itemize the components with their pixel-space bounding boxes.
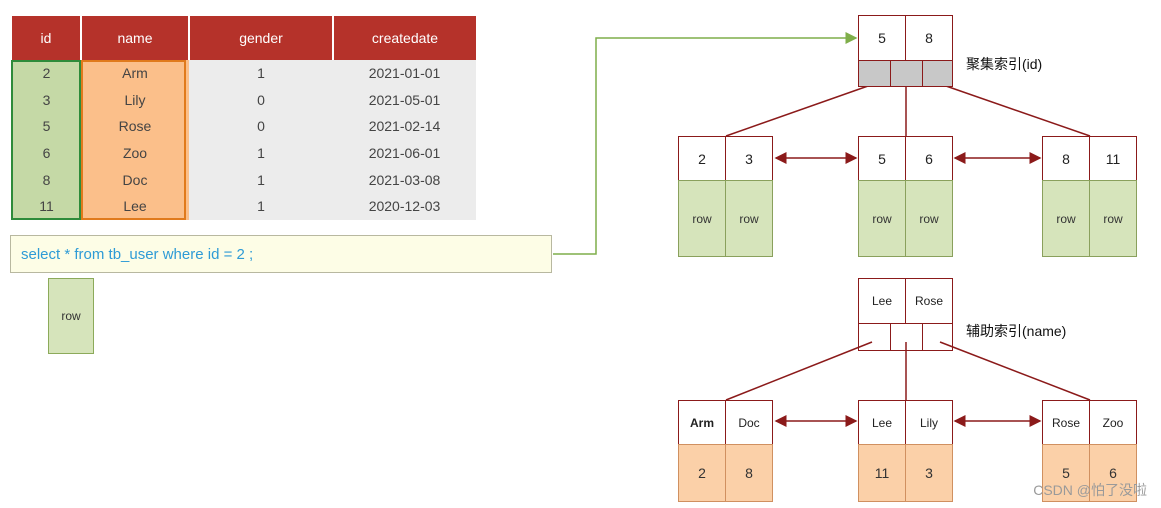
result-row-box: row [48, 278, 94, 354]
clustered-leaf-key: 6 [905, 136, 953, 181]
table-header-row: id name gender createdate [12, 16, 476, 60]
header-id: id [12, 16, 82, 60]
clustered-root-pointer [922, 60, 953, 87]
clustered-branch-left [725, 85, 869, 137]
secondary-leaf-key: Doc [725, 400, 773, 445]
table-row: 2 Arm 1 2021-01-01 [12, 60, 476, 87]
cell-createdate: 2021-01-01 [333, 60, 476, 87]
clustered-leaf-row: row [678, 180, 726, 257]
clustered-leaf-key: 8 [1042, 136, 1090, 181]
clustered-root-pointer [858, 60, 891, 87]
secondary-root-pointer [922, 323, 953, 351]
cell-createdate: 2021-05-01 [333, 86, 476, 114]
clustered-index-label: 聚集索引(id) [966, 56, 1043, 72]
cell-gender: 0 [189, 113, 333, 140]
name-column-highlight [81, 60, 186, 220]
cell-gender: 1 [189, 166, 333, 193]
user-table: id name gender createdate 2 Arm 1 2021-0… [12, 16, 476, 220]
cell-gender: 1 [189, 139, 333, 167]
cell-createdate: 2020-12-03 [333, 192, 476, 220]
cell-name: Zoo [81, 139, 189, 167]
clustered-leaf-key: 2 [678, 136, 726, 181]
cell-gender: 1 [189, 192, 333, 220]
cell-id: 3 [12, 86, 81, 114]
id-column-highlight [11, 60, 81, 220]
secondary-leaf-id: 6 [1089, 444, 1137, 502]
clustered-root-key-2: 8 [905, 15, 953, 61]
clustered-leaf-row: row [858, 180, 906, 257]
cell-name: Rose [81, 113, 189, 140]
cell-createdate: 2021-06-01 [333, 139, 476, 167]
clustered-branch-right [945, 85, 1091, 137]
secondary-leaf-key: Zoo [1089, 400, 1137, 445]
cell-gender: 0 [189, 86, 333, 114]
query-to-index-arrow [553, 32, 858, 255]
cell-name: Arm [81, 60, 189, 87]
secondary-leaf-id: 8 [725, 444, 773, 502]
clustered-leaf-key: 11 [1089, 136, 1137, 181]
cell-id: 6 [12, 139, 81, 167]
cell-name: Doc [81, 166, 189, 193]
clustered-root-pointer [890, 60, 923, 87]
secondary-leaf-id: 11 [858, 444, 906, 502]
cell-id: 5 [12, 113, 81, 140]
cell-name: Lee [81, 192, 189, 220]
secondary-leaf-id: 2 [678, 444, 726, 502]
cell-gender: 1 [189, 60, 333, 87]
cell-id: 11 [12, 192, 81, 220]
table-row: 3 Lily 0 2021-05-01 [12, 86, 476, 114]
clustered-root-key-1: 5 [858, 15, 906, 61]
secondary-leaf-id: 3 [905, 444, 953, 502]
table-row: 8 Doc 1 2021-03-08 [12, 166, 476, 193]
secondary-leaf-key: Arm [678, 400, 726, 445]
cell-name: Lily [81, 86, 189, 114]
secondary-root-key-1: Lee [858, 278, 906, 324]
watermark: CSDN @怕了没啦 [1033, 482, 1147, 498]
cell-id: 2 [12, 60, 81, 87]
cell-createdate: 2021-03-08 [333, 166, 476, 193]
secondary-index-label: 辅助索引(name) [966, 323, 1067, 339]
header-name: name [81, 16, 190, 60]
secondary-branch-right [939, 341, 1091, 401]
secondary-root-pointer [858, 323, 891, 351]
secondary-root-pointer [890, 323, 923, 351]
secondary-leaf-key: Lee [858, 400, 906, 445]
cell-createdate: 2021-02-14 [333, 113, 476, 140]
table-row: 11 Lee 1 2020-12-03 [12, 192, 476, 220]
header-gender: gender [189, 16, 334, 60]
header-createdate: createdate [333, 16, 476, 60]
secondary-root-key-2: Rose [905, 278, 953, 324]
clustered-leaf-row: row [725, 180, 773, 257]
sql-query-box: select * from tb_user where id = 2 ; [10, 235, 552, 273]
cell-id: 8 [12, 166, 81, 193]
clustered-leaf-row: row [1042, 180, 1090, 257]
clustered-leaf-row: row [1089, 180, 1137, 257]
clustered-leaf-row: row [905, 180, 953, 257]
secondary-leaf-key: Lily [905, 400, 953, 445]
table-row: 6 Zoo 1 2021-06-01 [12, 139, 476, 167]
table-row: 5 Rose 0 2021-02-14 [12, 113, 476, 140]
clustered-leaf-key: 3 [725, 136, 773, 181]
secondary-branch-left [725, 341, 873, 401]
clustered-leaf-key: 5 [858, 136, 906, 181]
secondary-leaf-key: Rose [1042, 400, 1090, 445]
